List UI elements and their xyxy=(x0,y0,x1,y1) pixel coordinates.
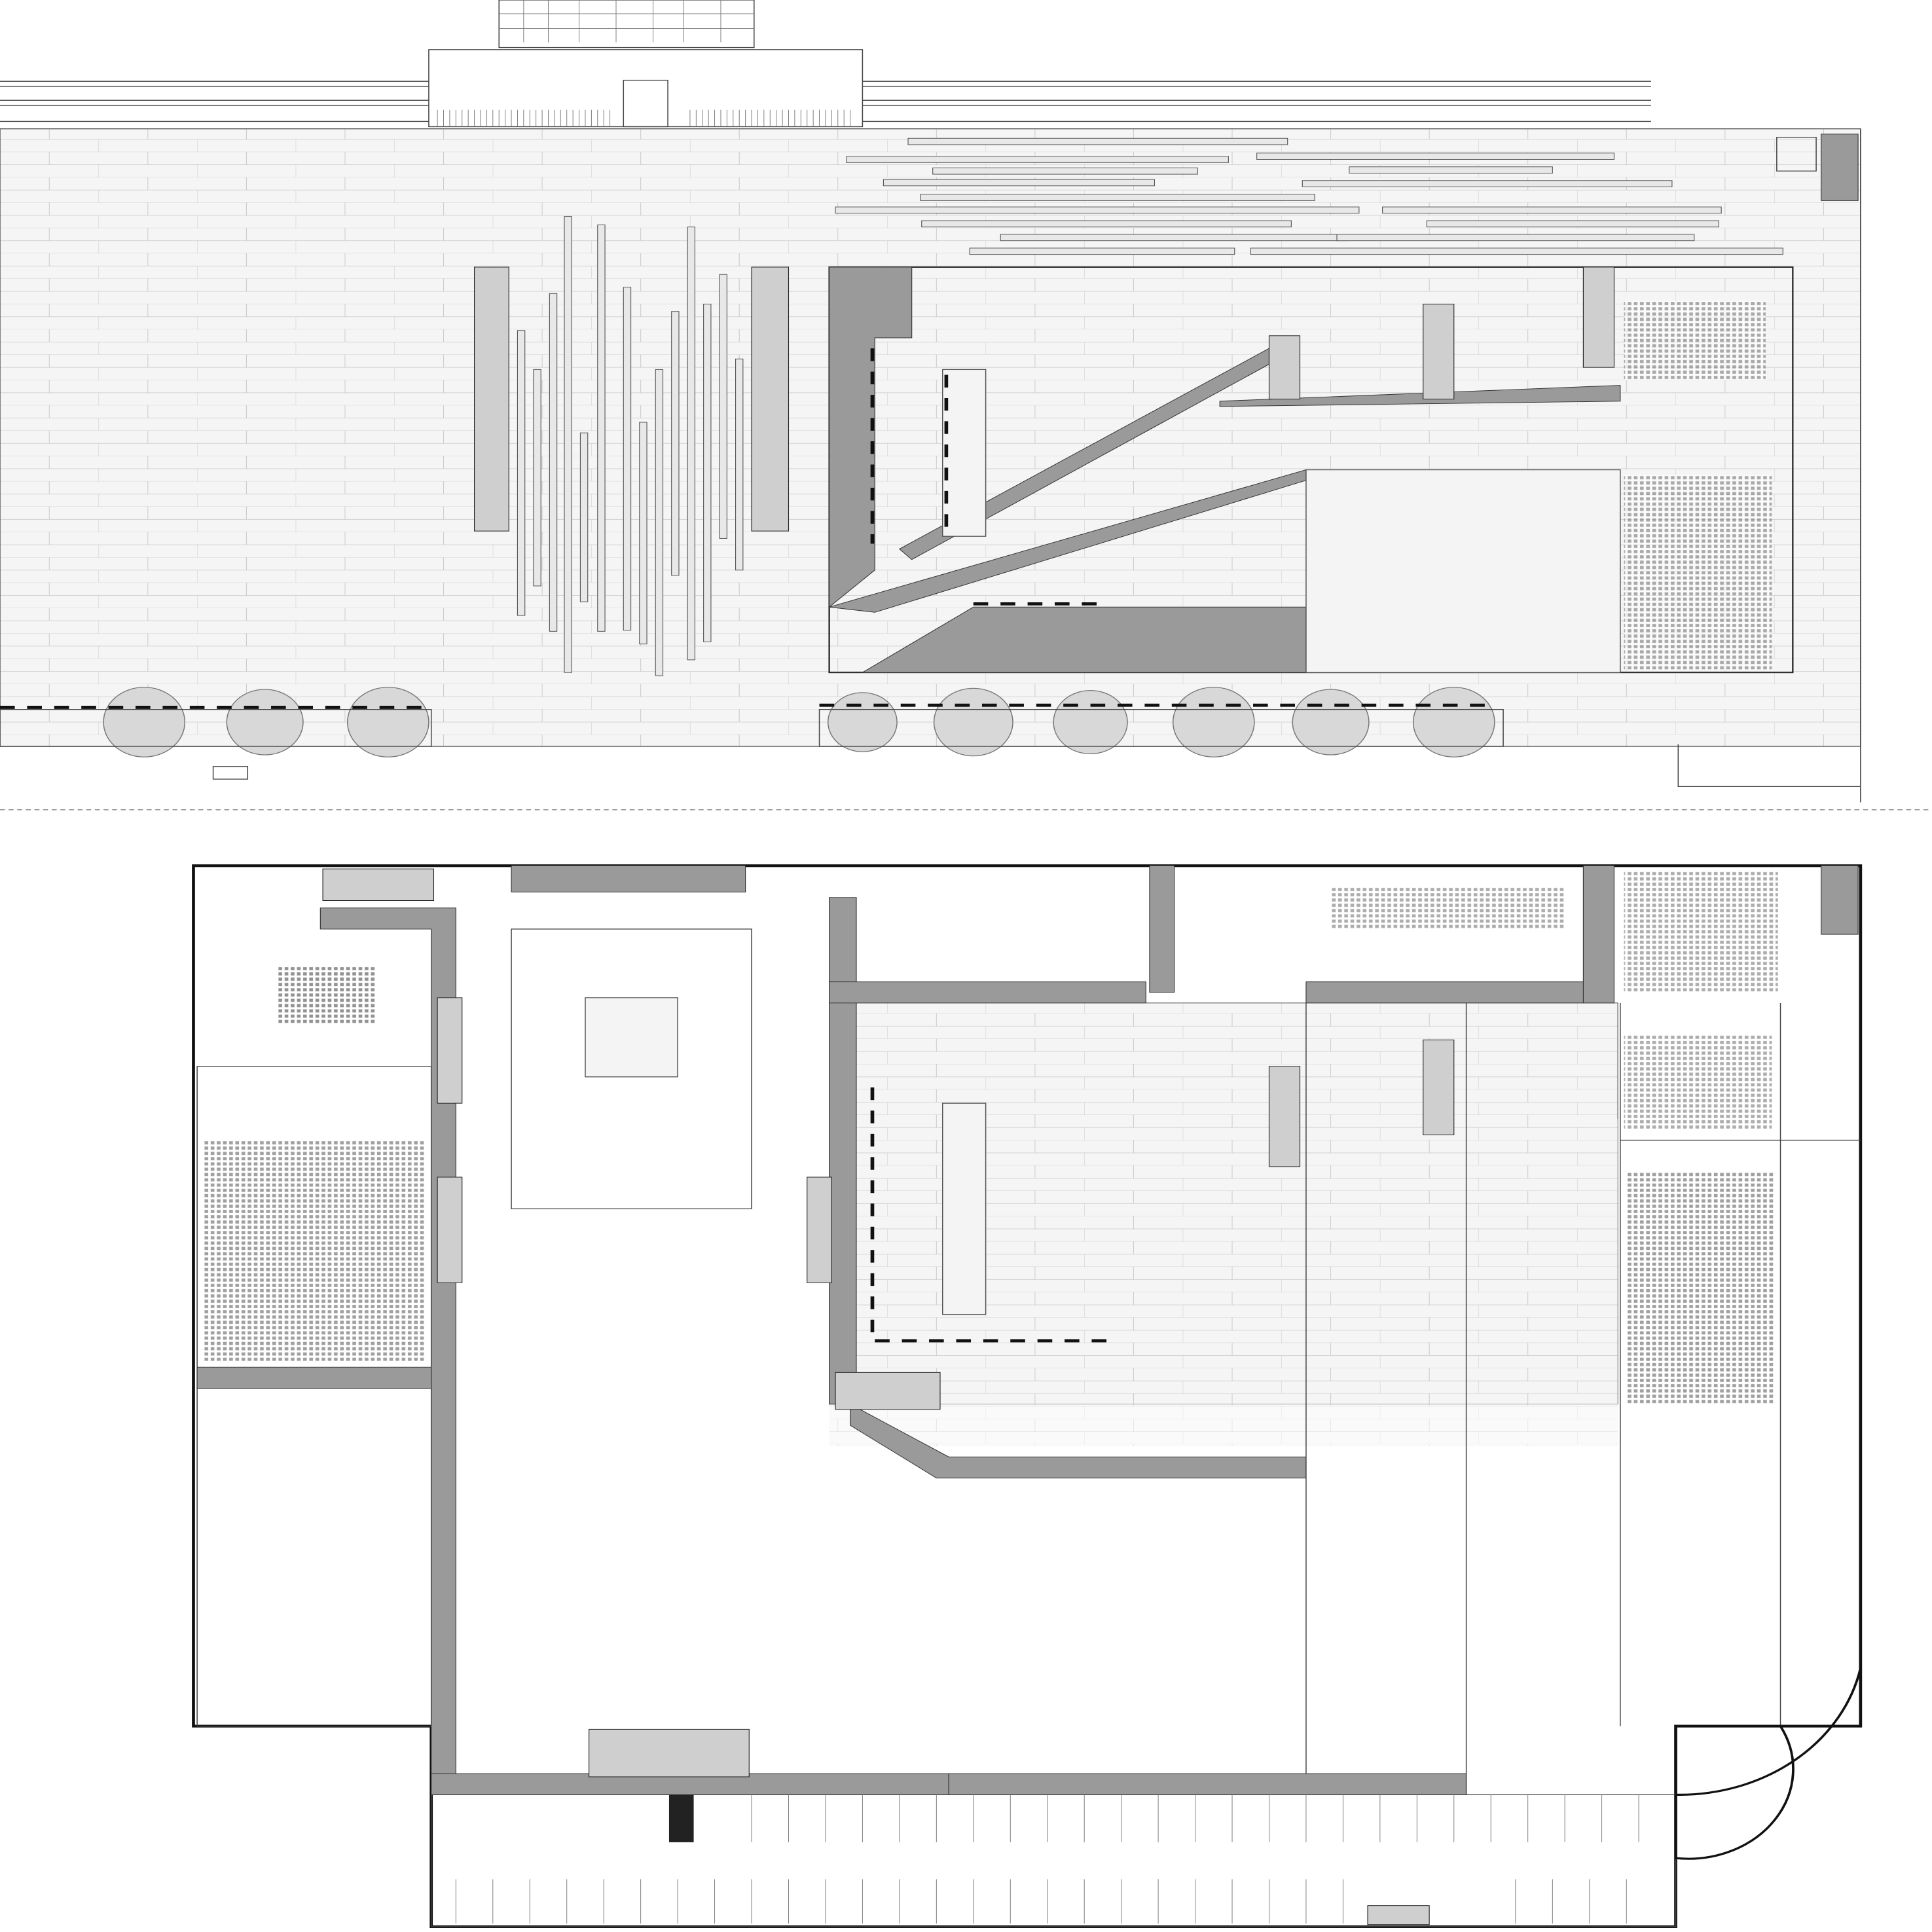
furniture xyxy=(277,871,1778,1404)
vertical-benches xyxy=(517,216,744,676)
parking-garage xyxy=(430,1668,1862,1927)
elevator-core xyxy=(1776,134,1859,201)
atrium xyxy=(511,928,752,1210)
car-icon xyxy=(212,766,249,780)
building-elevation xyxy=(0,0,1651,128)
linear-benches xyxy=(835,137,1783,255)
cafe-tables xyxy=(1624,301,1772,670)
cinema-hall xyxy=(196,1066,432,1727)
lower-floor-plan xyxy=(192,864,1863,1928)
plaza-site-plan xyxy=(0,128,1861,803)
tower-windows xyxy=(499,0,754,43)
escalators xyxy=(474,266,790,532)
trees xyxy=(103,687,1495,757)
interior-walls xyxy=(319,865,1861,1795)
interior-escalators xyxy=(322,868,1455,1777)
main-building-plan xyxy=(828,266,1794,674)
